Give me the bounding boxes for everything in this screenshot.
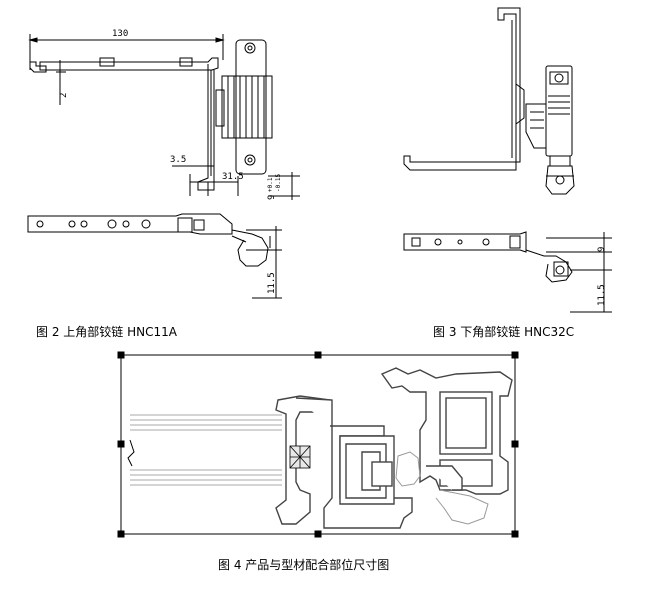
dim-11-5-a: 11.5 bbox=[267, 272, 277, 294]
figure-2-caption: 图 2 上角部铰链 HNC11A bbox=[36, 325, 177, 339]
fig4-frame-profile bbox=[380, 367, 513, 495]
fig4-gasket bbox=[289, 445, 311, 469]
fig2-front-view bbox=[28, 34, 300, 200]
figure-3-caption: 图 3 下角部铰链 HNC32C bbox=[433, 325, 575, 339]
dim-31-5: 31.5 bbox=[222, 172, 244, 182]
dim-9-tol: 9 bbox=[267, 195, 277, 200]
fig2-plan-view bbox=[27, 213, 282, 299]
figure-4-caption: 图 4 产品与型材配合部位尺寸图 bbox=[218, 558, 390, 572]
dim-130: 130 bbox=[112, 29, 128, 39]
fig4-sash-profile bbox=[275, 395, 413, 529]
fig3-front-view bbox=[403, 7, 575, 195]
dim-b-11-5: 11.5 bbox=[597, 284, 607, 306]
dim-3-5: 3.5 bbox=[170, 155, 186, 165]
fig4-hinge-outline bbox=[395, 451, 489, 525]
dim-2: 2 bbox=[59, 93, 69, 98]
dim-tol-minus: -0.15 bbox=[275, 174, 282, 192]
fig4-glass bbox=[127, 414, 282, 486]
dim-tol-plus: +0.1 bbox=[267, 177, 274, 192]
dim-b-9: 9 bbox=[597, 247, 607, 252]
fig3-plan-view bbox=[403, 231, 612, 313]
fig4-frame bbox=[117, 351, 519, 538]
